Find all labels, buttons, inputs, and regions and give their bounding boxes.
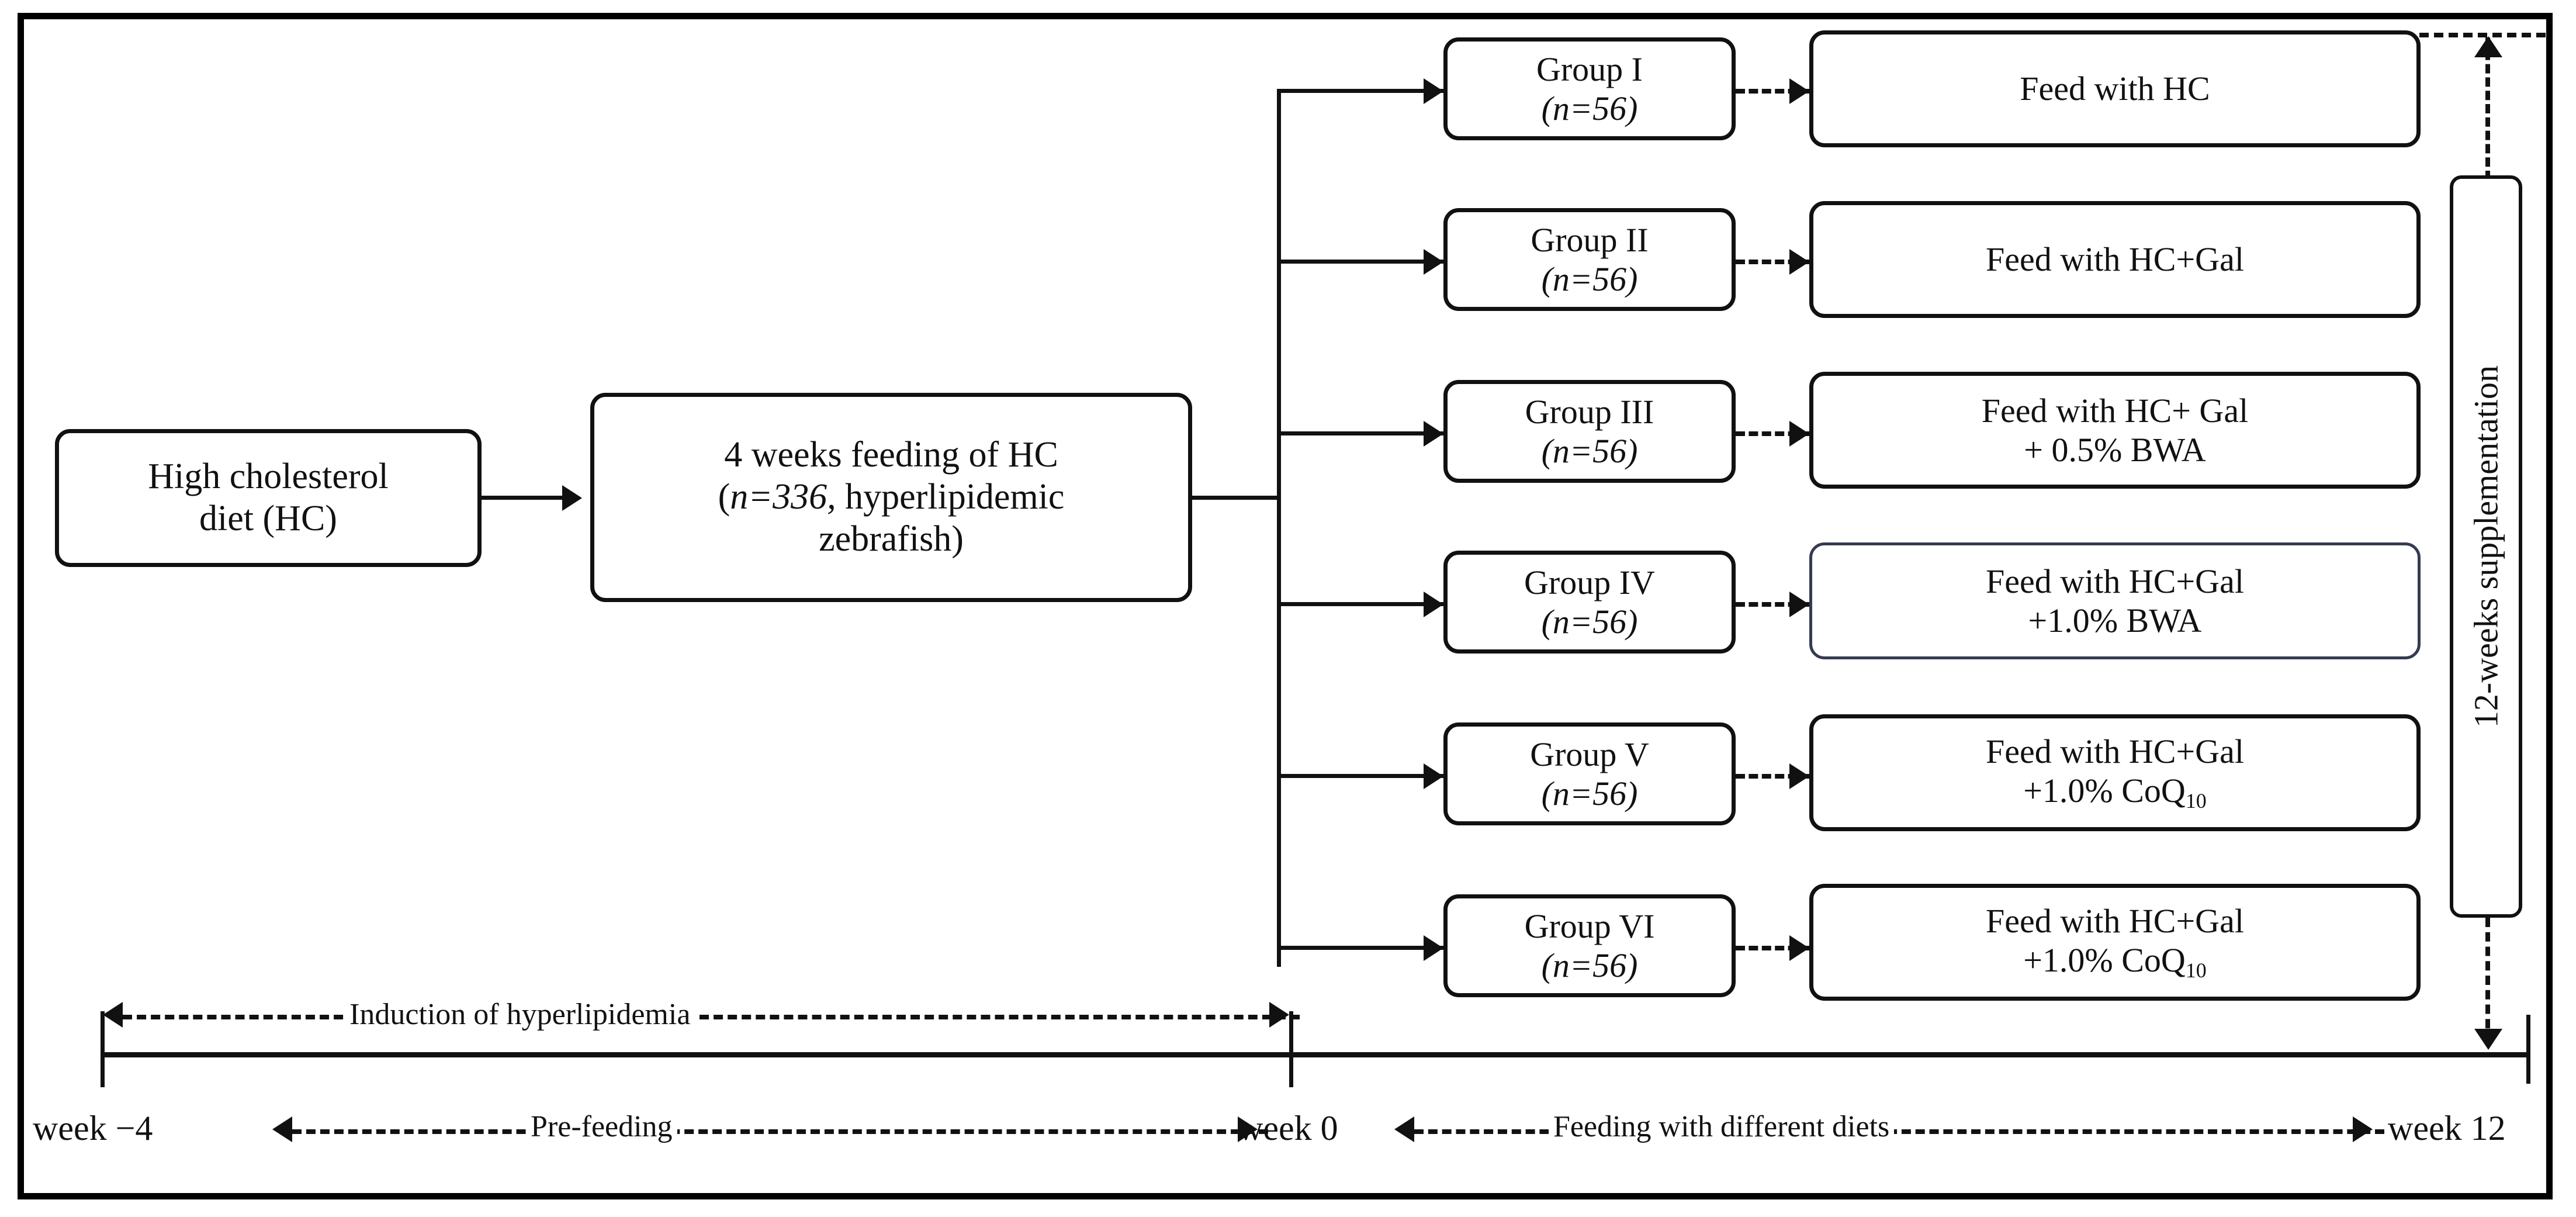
treatment-line-5-1: Feed with HC+Gal <box>1986 732 2244 770</box>
connector-induction-to-trunk <box>1192 496 1281 500</box>
supplementation-down-connector <box>2485 918 2490 1043</box>
treatment-line-4-2: +1.0% BWA <box>2028 601 2202 639</box>
group-label-2: Group II <box>1531 220 1649 259</box>
group-n-2: (n=56) <box>1541 260 1638 298</box>
branch-stem-6 <box>1277 946 1444 950</box>
treatment-connector-2 <box>1736 260 1810 264</box>
branch-stem-5 <box>1277 774 1444 778</box>
treatment-box-6: Feed with HC+Gal +1.0% CoQ10 <box>1809 884 2421 1001</box>
branch-stem-1 <box>1277 89 1444 93</box>
group-box-4: Group IV (n=56) <box>1443 551 1736 654</box>
group-label-3: Group III <box>1525 392 1654 431</box>
supplementation-top-connector <box>2419 33 2546 37</box>
treatment-connector-1 <box>1736 89 1810 94</box>
treatment-arrowhead-4 <box>1789 592 1809 617</box>
group-box-6: Group VI (n=56) <box>1443 894 1736 997</box>
stage-box-induction: 4 weeks feeding of HC (n=336, hyperlipid… <box>590 393 1192 602</box>
supplementation-label: 12-weeks supplementation <box>2467 365 2505 728</box>
group-box-5: Group V (n=56) <box>1443 722 1736 825</box>
induction-span-line <box>123 1015 1300 1019</box>
group-label-5: Group V <box>1530 735 1649 773</box>
figure-frame <box>18 13 2553 1199</box>
group-label-4: Group IV <box>1524 563 1655 601</box>
group-box-3: Group III (n=56) <box>1443 380 1736 483</box>
treatment-sub-5: 10 <box>2185 789 2207 813</box>
group-label-1: Group I <box>1536 50 1643 88</box>
tick-week-0 <box>1289 1011 1293 1087</box>
treatment-line-1-1: Feed with HC <box>2020 70 2210 108</box>
branch-stem-2 <box>1277 260 1444 264</box>
arrowhead-diet-to-induction <box>562 485 582 511</box>
supplementation-up-connector <box>2485 37 2490 180</box>
group-box-1: Group I (n=56) <box>1443 37 1736 140</box>
treatment-line-5-2: +1.0% CoQ10 <box>2023 772 2207 813</box>
branch-arrowhead-2 <box>1424 249 1443 275</box>
treatment-box-1: Feed with HC <box>1809 30 2421 147</box>
treatment-sub-6: 10 <box>2185 959 2207 983</box>
treatment-arrowhead-2 <box>1789 249 1809 275</box>
branch-trunk <box>1277 89 1281 967</box>
treatment-line-6-1: Feed with HC+Gal <box>1986 901 2244 940</box>
induction-n-value: n=336, <box>730 477 836 517</box>
treatment-box-2: Feed with HC+Gal <box>1809 201 2421 318</box>
supplementation-bracket <box>2450 175 2522 918</box>
treatment-arrowhead-5 <box>1789 763 1809 789</box>
connector-diet-to-induction <box>482 496 569 500</box>
group-n-3: (n=56) <box>1541 432 1638 470</box>
diet-line-2: diet (HC) <box>199 499 337 538</box>
treatment-connector-3 <box>1736 431 1810 436</box>
feeding-span-label: Feeding with different diets <box>1549 1109 1895 1144</box>
treatment-arrowhead-6 <box>1789 935 1809 961</box>
branch-arrowhead-4 <box>1424 592 1443 617</box>
group-n-6: (n=56) <box>1541 946 1638 984</box>
treatment-box-4-highlighted: Feed with HC+Gal +1.0% BWA <box>1809 542 2421 659</box>
group-box-2: Group II (n=56) <box>1443 208 1736 311</box>
induction-line-2: (n=336, hyperlipidemic <box>718 477 1065 517</box>
tick-week-12 <box>2526 1015 2530 1084</box>
treatment-arrowhead-1 <box>1789 78 1809 104</box>
diet-line-1: High cholesterol <box>148 457 389 497</box>
tick-week-minus4 <box>101 1011 105 1087</box>
induction-line-1: 4 weeks feeding of HC <box>724 435 1058 475</box>
prefeeding-arrow-right <box>1238 1116 1258 1142</box>
induction-span-label: Induction of hyperlipidemia <box>345 997 695 1032</box>
tick-label-week-minus4: week −4 <box>33 1109 153 1147</box>
branch-arrowhead-6 <box>1424 935 1443 961</box>
timeline-axis <box>101 1052 2530 1057</box>
treatment-box-5: Feed with HC+Gal +1.0% CoQ10 <box>1809 714 2421 831</box>
group-n-1: (n=56) <box>1541 89 1638 127</box>
feeding-arrow-right <box>2353 1116 2373 1142</box>
stage-box-high-cholesterol-diet: High cholesterol diet (HC) <box>55 429 482 567</box>
treatment-box-3: Feed with HC+ Gal + 0.5% BWA <box>1809 372 2421 489</box>
treatment-connector-5 <box>1736 774 1810 779</box>
induction-span-arrow-left <box>103 1002 123 1028</box>
prefeeding-span-label: Pre-feeding <box>526 1109 677 1144</box>
treatment-connector-4 <box>1736 602 1810 607</box>
treatment-connector-6 <box>1736 946 1810 950</box>
induction-span-arrow-right <box>1269 1002 1289 1028</box>
treatment-line-2-1: Feed with HC+Gal <box>1986 240 2244 279</box>
branch-stem-4 <box>1277 602 1444 606</box>
group-n-5: (n=56) <box>1541 775 1638 813</box>
branch-arrowhead-1 <box>1424 78 1443 104</box>
supplementation-arrowhead-down <box>2474 1029 2502 1050</box>
supplementation-arrowhead-up <box>2474 36 2502 57</box>
branch-stem-3 <box>1277 431 1444 435</box>
induction-line-3: zebrafish) <box>819 518 964 559</box>
treatment-line-4-1: Feed with HC+Gal <box>1986 562 2244 600</box>
group-label-6: Group VI <box>1524 907 1655 945</box>
treatment-line-3-1: Feed with HC+ Gal <box>1981 391 2249 430</box>
prefeeding-arrow-left <box>272 1116 292 1142</box>
treatment-line-6-2: +1.0% CoQ10 <box>2023 941 2207 983</box>
branch-arrowhead-3 <box>1424 421 1443 447</box>
group-n-4: (n=56) <box>1541 603 1638 641</box>
prefeeding-span-line <box>292 1129 1268 1134</box>
feeding-span-line <box>1414 1129 2384 1134</box>
treatment-line-3-2: + 0.5% BWA <box>2024 431 2206 469</box>
treatment-arrowhead-3 <box>1789 421 1809 447</box>
tick-label-week-12: week 12 <box>2388 1109 2506 1147</box>
tick-label-week-0: week 0 <box>1238 1109 1338 1147</box>
feeding-arrow-left <box>1394 1116 1414 1142</box>
branch-arrowhead-5 <box>1424 763 1443 789</box>
